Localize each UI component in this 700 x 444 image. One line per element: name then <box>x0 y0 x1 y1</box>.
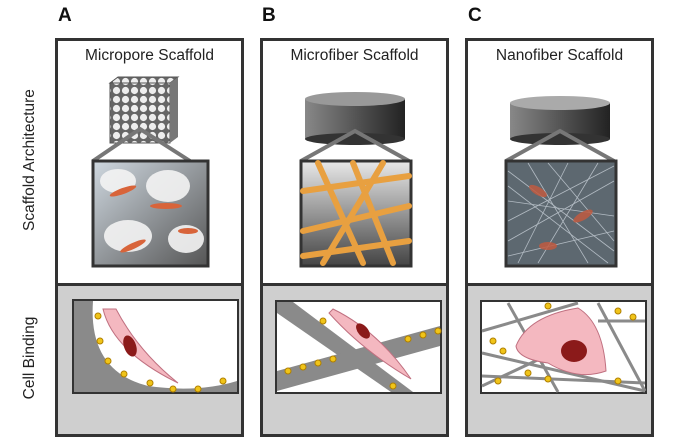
panel-title: Microfiber Scaffold <box>290 47 419 64</box>
panel-title: Micropore Scaffold <box>85 47 214 64</box>
panel-nanofiber: Nanofiber Scaffold <box>465 38 654 437</box>
nanofiber-disc-icon <box>510 96 610 145</box>
microfiber-cell-binding <box>275 300 442 394</box>
panel-micropore: Micropore Scaffold <box>55 38 244 437</box>
panel-letter-a: A <box>58 5 72 26</box>
nanofiber-cell-binding <box>480 300 647 394</box>
micropore-illustration <box>72 76 239 394</box>
row-label-cell-binding: Cell Binding <box>21 316 38 400</box>
microfiber-illustration <box>275 92 442 394</box>
panel-title: Nanofiber Scaffold <box>495 47 624 64</box>
nanofiber-illustration <box>480 96 647 394</box>
micropore-cube-icon <box>108 76 180 144</box>
row-label-scaffold-architecture: Scaffold Architecture <box>21 89 38 231</box>
panel-letter-c: C <box>468 5 482 26</box>
micropore-cell-binding <box>72 299 239 394</box>
panel-microfiber: Microfiber Scaffold <box>260 38 449 437</box>
microfiber-disc-icon <box>305 92 405 145</box>
panel-letter-b: B <box>262 5 276 26</box>
